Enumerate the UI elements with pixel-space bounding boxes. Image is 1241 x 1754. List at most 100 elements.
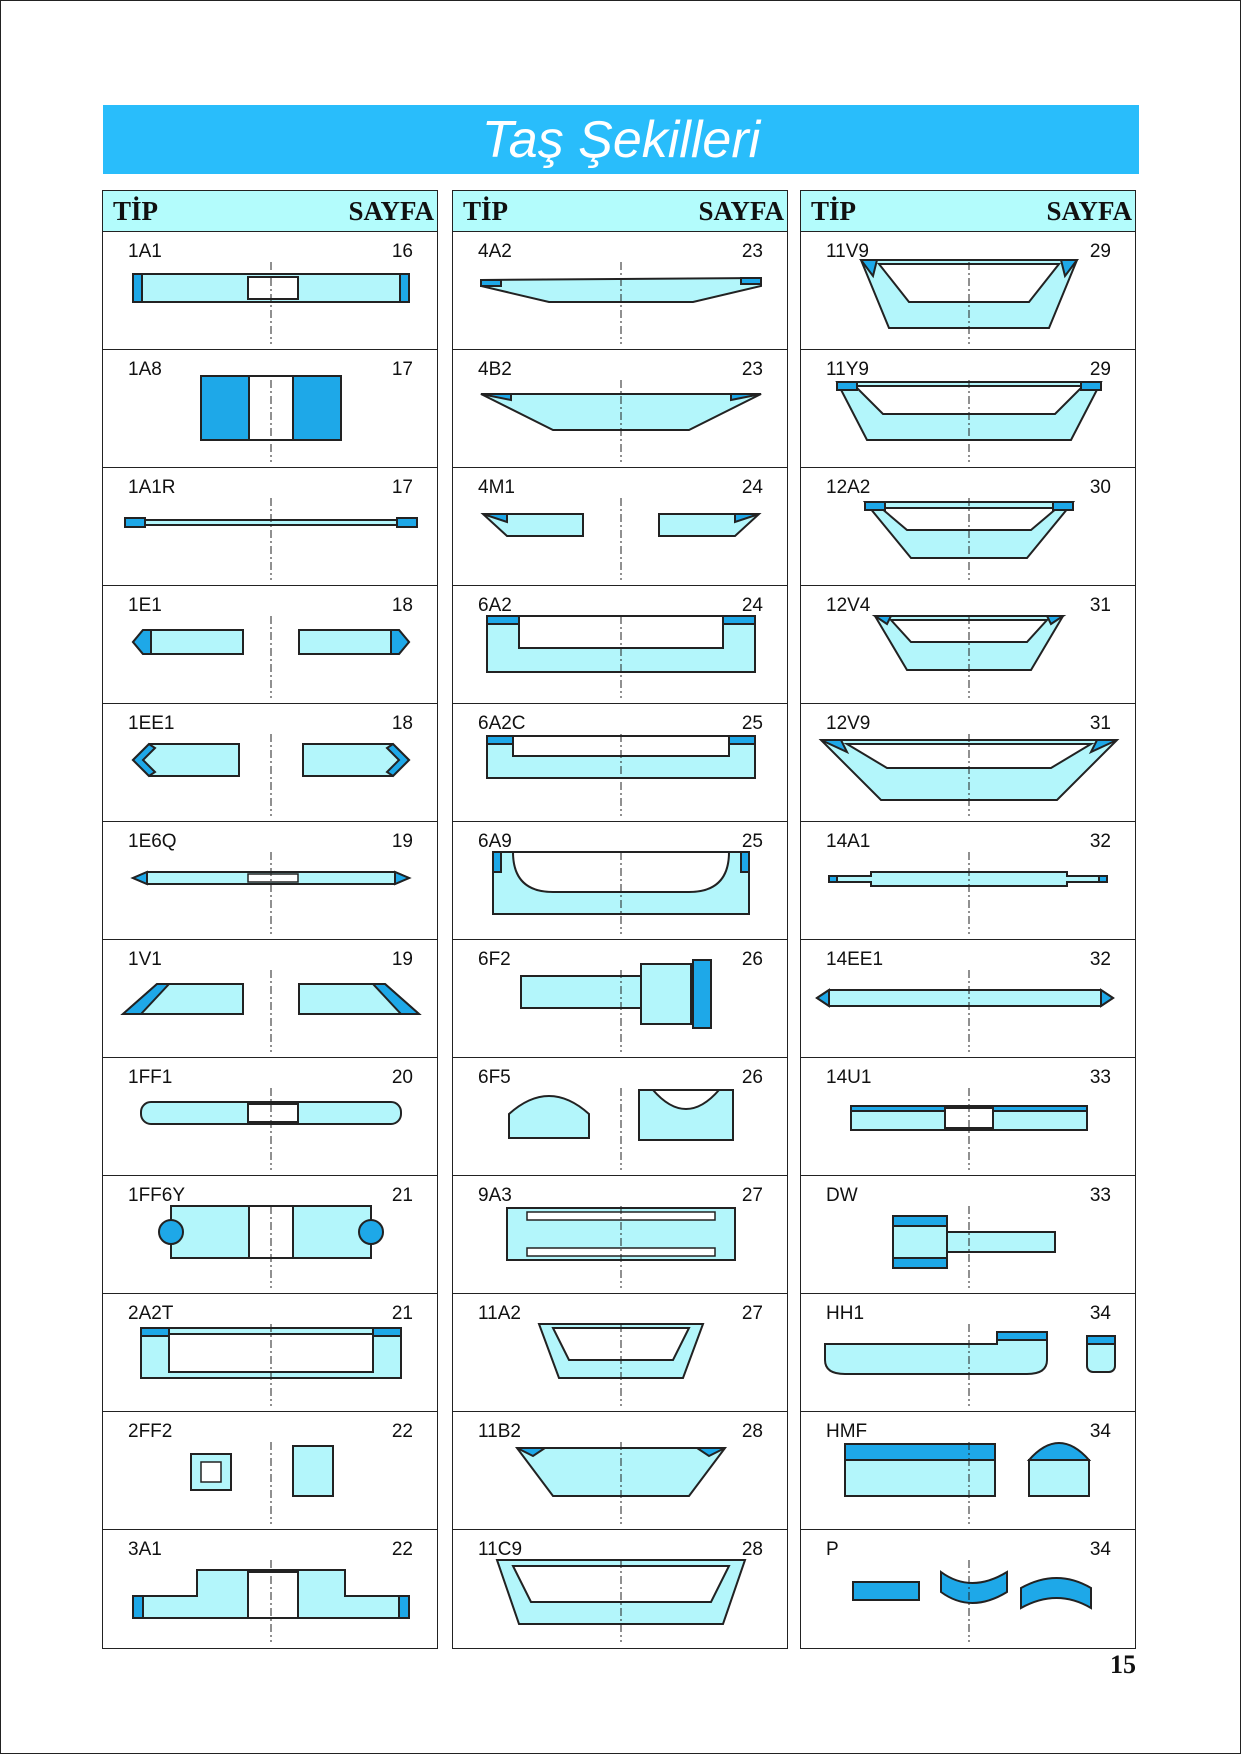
- type-code: 1EE1: [128, 713, 175, 734]
- shape-drawing: [506, 1206, 736, 1288]
- type-page: 23: [741, 241, 763, 262]
- type-page: 16: [391, 241, 413, 262]
- header-sayfa: SAYFA: [348, 195, 434, 226]
- type-page: 26: [741, 1067, 763, 1088]
- shape-drawing: [871, 615, 1067, 698]
- type-code: 6A2C: [478, 713, 526, 734]
- type-code: 11C9: [478, 1539, 523, 1560]
- type-page: 17: [391, 477, 413, 498]
- type-code: 6A2: [478, 595, 512, 616]
- shape-drawing: [537, 1323, 705, 1406]
- shape-drawing: [844, 1442, 1092, 1524]
- shape-drawing: [480, 498, 762, 580]
- column-header: TİP SAYFA: [103, 191, 437, 232]
- shape-drawing: [480, 380, 762, 462]
- column-header: TİP SAYFA: [801, 191, 1135, 232]
- shape-drawing: [131, 734, 411, 816]
- type-cell: 14EE1 32: [801, 940, 1135, 1058]
- shape-drawing: [486, 734, 756, 816]
- type-page: 19: [391, 831, 413, 852]
- type-code: 1A1: [128, 241, 162, 262]
- header-sayfa: SAYFA: [1046, 195, 1132, 226]
- type-page: 18: [391, 713, 413, 734]
- type-cell: 11B2 28: [453, 1412, 787, 1530]
- type-page: 29: [1089, 359, 1111, 380]
- shape-drawing: [852, 1560, 1092, 1642]
- column-header: TİP SAYFA: [453, 191, 787, 232]
- type-code: 6F5: [478, 1067, 511, 1088]
- type-page: 29: [1089, 241, 1111, 262]
- type-code: 12V9: [826, 713, 871, 734]
- header-tip: TİP: [113, 195, 159, 226]
- type-page: 27: [741, 1185, 763, 1206]
- type-code: 14U1: [826, 1067, 872, 1088]
- shape-drawing: [520, 959, 712, 1052]
- type-code: HMF: [826, 1421, 868, 1442]
- shape-drawing: [892, 1206, 1056, 1288]
- title-banner: Taş Şekilleri: [103, 105, 1139, 174]
- type-code: 11B2: [478, 1421, 521, 1442]
- type-code: 11A2: [478, 1303, 521, 1324]
- type-cell: 11C9 28: [453, 1530, 787, 1648]
- shape-drawing: [835, 380, 1103, 462]
- shape-drawing: [132, 262, 410, 344]
- type-code: 3A1: [128, 1539, 162, 1560]
- page-number: 15: [1110, 1650, 1136, 1679]
- type-code: 14EE1: [826, 949, 884, 970]
- type-cell: 11V9 29: [801, 232, 1135, 350]
- shape-drawing: [824, 1324, 1116, 1406]
- type-cell: 11A2 27: [453, 1294, 787, 1412]
- type-code: 6F2: [478, 949, 511, 970]
- type-page: 32: [1089, 949, 1111, 970]
- type-page: 25: [741, 713, 763, 734]
- shape-drawing: [158, 1205, 384, 1288]
- type-page: 21: [391, 1185, 413, 1206]
- type-code: P: [826, 1539, 839, 1560]
- shape-drawing: [508, 1088, 734, 1170]
- type-code: 1E6Q: [128, 831, 177, 852]
- type-page: 33: [1089, 1067, 1111, 1088]
- shape-drawing: [815, 970, 1115, 1052]
- shape-drawing: [859, 259, 1079, 344]
- type-code: 1A1R: [128, 477, 176, 498]
- shape-drawing: [515, 1442, 727, 1524]
- shape-drawing: [140, 1324, 402, 1406]
- type-code: 11V9: [826, 241, 869, 262]
- type-page: 24: [741, 477, 763, 498]
- shape-drawing: [850, 1088, 1088, 1170]
- type-page: 27: [741, 1303, 763, 1324]
- type-code: HH1: [826, 1303, 865, 1324]
- type-cell: 6F5 26: [453, 1058, 787, 1176]
- header-sayfa: SAYFA: [698, 195, 784, 226]
- shape-drawing: [818, 734, 1120, 816]
- type-page: 17: [391, 359, 413, 380]
- type-page: 28: [741, 1421, 763, 1442]
- type-page: 31: [1089, 713, 1111, 734]
- header-tip: TİP: [811, 195, 857, 226]
- type-page: 33: [1089, 1185, 1111, 1206]
- type-code: 6A9: [478, 831, 512, 852]
- type-page: 21: [391, 1303, 413, 1324]
- type-cell: 1E6Q 19: [103, 822, 437, 940]
- type-page: 34: [1089, 1421, 1111, 1442]
- type-code: 2FF2: [128, 1421, 173, 1442]
- type-cell: 1EE1 18: [103, 704, 437, 822]
- type-page: 28: [741, 1539, 763, 1560]
- type-cell: 1A1 16: [103, 232, 437, 350]
- type-code: 1V1: [128, 949, 162, 970]
